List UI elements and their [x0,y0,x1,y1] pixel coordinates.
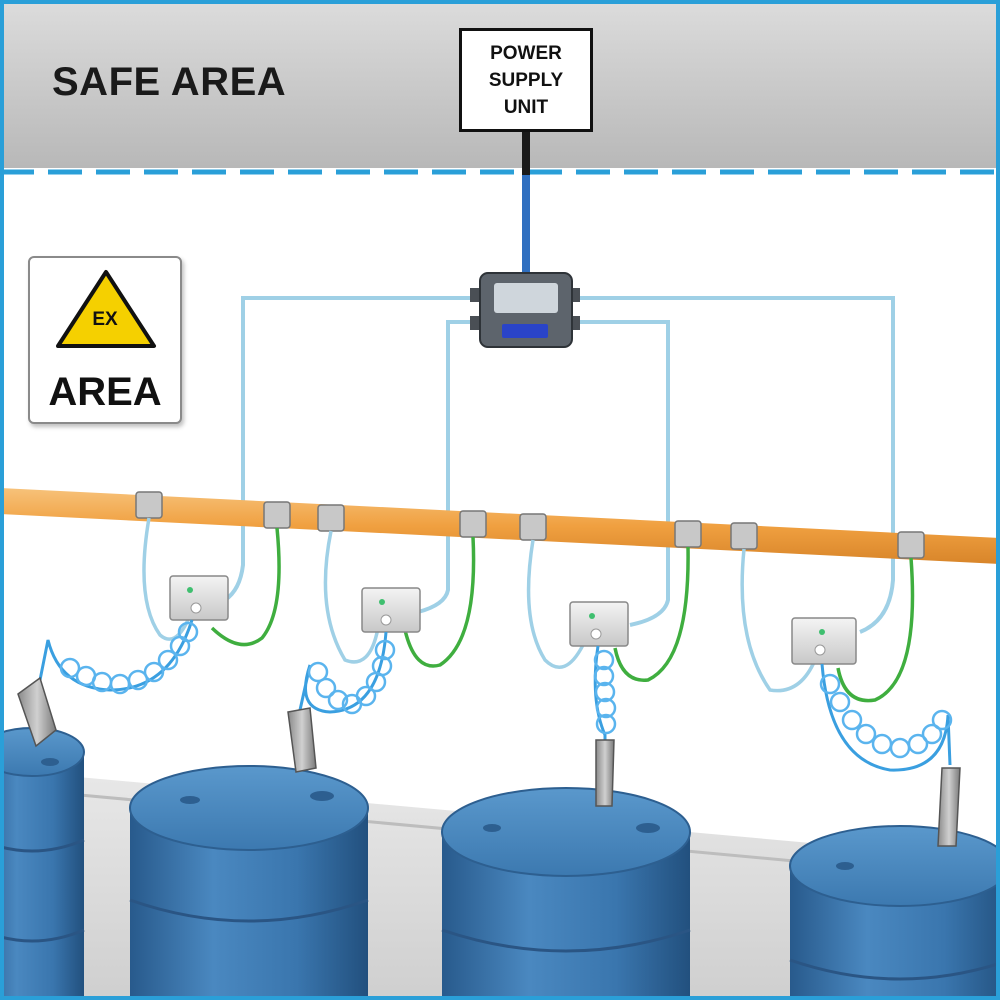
warning-triangle-icon [54,268,158,355]
sense-cables [142,517,817,693]
ex-area-label: AREA [48,370,162,414]
monitor-unit-1 [169,575,229,621]
drum-1 [0,727,85,1000]
pipe-clamps [135,491,925,559]
drum-4 [789,825,1000,1000]
coil-2 [298,631,388,714]
monitor-units [169,575,857,665]
clamp-3 [595,739,615,807]
drum-3 [441,787,691,1000]
safe-area-label: SAFE AREA [52,60,287,104]
power-supply-label: POWER SUPPLY UNIT [488,42,564,118]
coil-loops [59,621,953,759]
clamp-2 [287,707,317,773]
coil-4 [820,663,952,772]
ex-badge: EX [92,309,118,330]
clamp-4 [937,767,961,847]
power-supply-unit: POWER SUPPLY UNIT [459,28,593,132]
monitor-unit-4 [791,617,857,665]
drum-clamps [17,676,961,847]
coil-1 [38,619,194,692]
drums [0,727,1000,1000]
monitor-unit-2 [361,587,421,633]
drum-2 [129,765,369,1000]
clamp-1 [17,676,57,748]
monitor-unit-3 [569,601,629,647]
ground-cables [210,527,915,703]
ex-area-sign: EX AREA [28,256,182,424]
junction-box [470,272,580,348]
